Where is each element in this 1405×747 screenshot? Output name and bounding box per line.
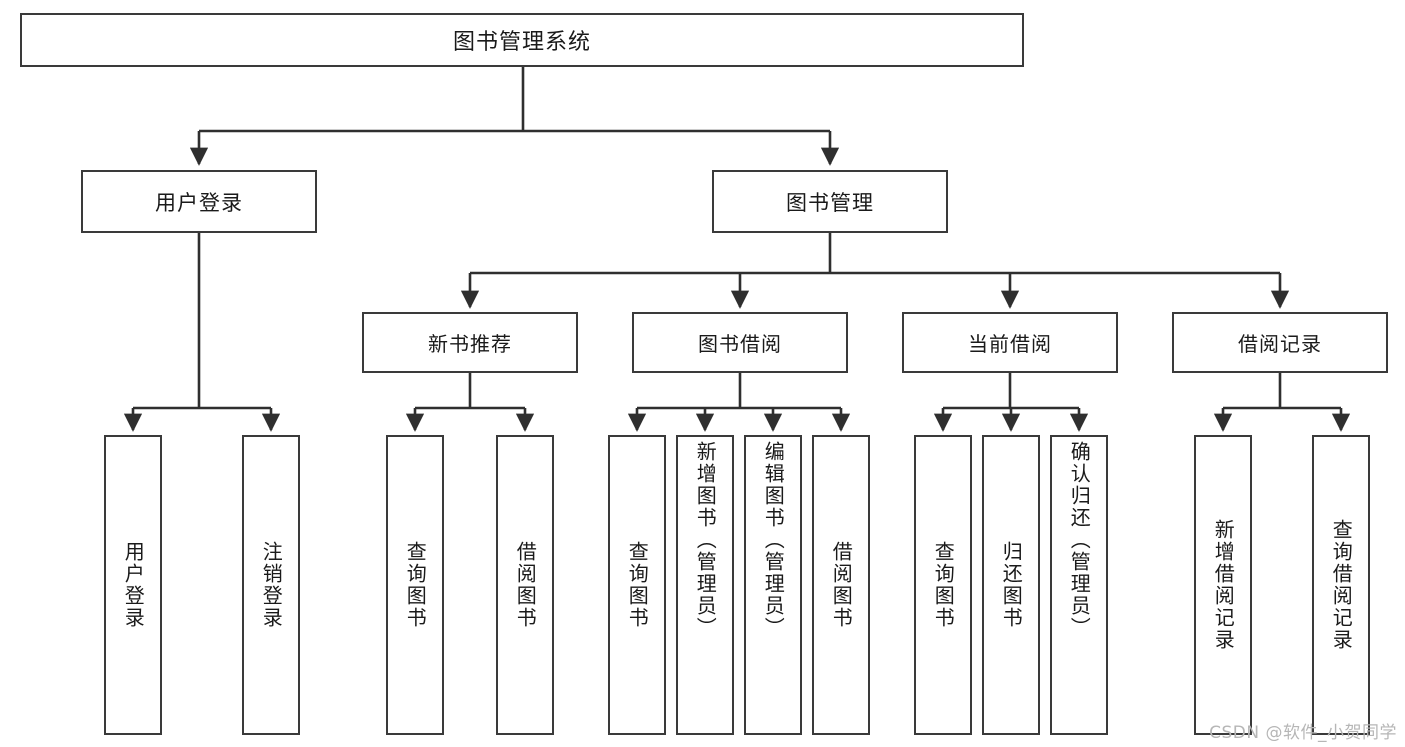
node-new-book-recommend[interactable]: 新书推荐	[362, 312, 578, 373]
node-label: 图书管理系统	[452, 30, 591, 55]
leaf-label: 查询图书	[403, 541, 428, 629]
leaf-label: 确认归还（管理员）	[1067, 441, 1092, 639]
leaf-new-book-borrow[interactable]: 借阅图书	[496, 435, 554, 735]
leaf-user-login-signin[interactable]: 用户登录	[104, 435, 162, 735]
leaf-label: 借阅图书	[829, 541, 854, 629]
leaf-label: 归还图书	[999, 541, 1024, 629]
leaf-user-login-signout[interactable]: 注销登录	[242, 435, 300, 735]
node-label: 新书推荐	[428, 332, 512, 356]
node-label: 图书借阅	[698, 332, 782, 356]
node-label: 图书管理	[786, 190, 874, 215]
node-label: 借阅记录	[1238, 332, 1322, 356]
leaf-label: 新增借阅记录	[1211, 519, 1236, 651]
node-book-management[interactable]: 图书管理	[712, 170, 948, 233]
leaf-label: 查询图书	[625, 541, 650, 629]
leaf-label: 查询图书	[931, 541, 956, 629]
leaf-borrow-edit-book-admin[interactable]: 编辑图书（管理员）	[744, 435, 802, 735]
leaf-current-confirm-return-admin[interactable]: 确认归还（管理员）	[1050, 435, 1108, 735]
node-borrow-record[interactable]: 借阅记录	[1172, 312, 1388, 373]
leaf-label: 借阅图书	[513, 541, 538, 629]
node-book-borrow[interactable]: 图书借阅	[632, 312, 848, 373]
node-label: 用户登录	[155, 190, 243, 215]
node-root-system[interactable]: 图书管理系统	[20, 13, 1024, 67]
leaf-record-add-record[interactable]: 新增借阅记录	[1194, 435, 1252, 735]
leaf-label: 新增图书（管理员）	[693, 441, 718, 639]
watermark-text: CSDN @软件_小贺同学	[1209, 723, 1397, 743]
leaf-label: 编辑图书（管理员）	[761, 441, 786, 639]
leaf-borrow-borrow-book[interactable]: 借阅图书	[812, 435, 870, 735]
node-current-borrow[interactable]: 当前借阅	[902, 312, 1118, 373]
leaf-label: 注销登录	[259, 541, 284, 629]
leaf-current-return-book[interactable]: 归还图书	[982, 435, 1040, 735]
leaf-borrow-query-book[interactable]: 查询图书	[608, 435, 666, 735]
leaf-label: 用户登录	[121, 541, 146, 629]
leaf-current-query-book[interactable]: 查询图书	[914, 435, 972, 735]
leaf-new-book-query[interactable]: 查询图书	[386, 435, 444, 735]
node-user-login[interactable]: 用户登录	[81, 170, 317, 233]
leaf-borrow-add-book-admin[interactable]: 新增图书（管理员）	[676, 435, 734, 735]
leaf-label: 查询借阅记录	[1329, 519, 1354, 651]
node-label: 当前借阅	[968, 332, 1052, 356]
leaf-record-query-record[interactable]: 查询借阅记录	[1312, 435, 1370, 735]
